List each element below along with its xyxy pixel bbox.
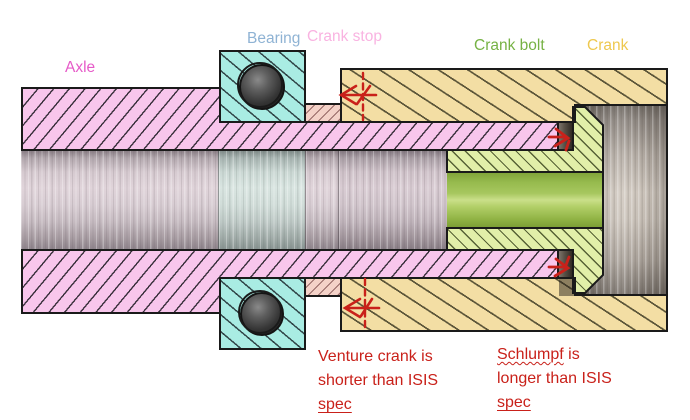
schlumpf-note-line1: Schlumpf is bbox=[497, 343, 612, 367]
schlumpf-line1-rest: is bbox=[563, 346, 580, 363]
axle-bore-surface-under-bearing bbox=[218, 150, 306, 250]
venture-note-line2: shorter than ISIS bbox=[318, 372, 439, 389]
crank-step-shadow bbox=[559, 278, 576, 296]
left-arrow-bottom bbox=[342, 297, 381, 319]
crank-bolt-label: Crank bolt bbox=[474, 37, 545, 54]
axle-bore-surface-under-crank bbox=[338, 150, 448, 250]
venture-crank-note: Venture crank is shorter than ISIS spec bbox=[318, 345, 438, 417]
bearing-label: Bearing bbox=[247, 30, 301, 47]
axle-label: Axle bbox=[65, 59, 96, 76]
red-annotations bbox=[338, 71, 571, 332]
axle-bore-surface-left bbox=[21, 150, 218, 250]
crank-label: Crank bbox=[587, 37, 629, 54]
crank-stop-top-section bbox=[305, 104, 341, 122]
right-arrow-bottom bbox=[547, 255, 571, 278]
schlumpf-note: Schlumpf is longer than ISIS spec bbox=[497, 343, 612, 415]
schlumpf-note-line2: longer than ISIS bbox=[497, 370, 612, 387]
crank-bolt-shank bbox=[447, 172, 603, 228]
schlumpf-word: Schlumpf bbox=[497, 346, 564, 363]
right-arrow-top bbox=[547, 127, 571, 152]
crank-stop-label: Crank stop bbox=[307, 28, 382, 45]
venture-note-line3: spec bbox=[318, 396, 352, 413]
left-arrow-top bbox=[338, 84, 378, 106]
part-outlines bbox=[21, 50, 668, 350]
crank-stop-bottom-section bbox=[305, 278, 341, 296]
venture-note-line1: Venture crank is bbox=[318, 348, 433, 365]
schlumpf-note-line3: spec bbox=[497, 394, 531, 411]
axle-bore-surface-under-crank-stop bbox=[305, 150, 339, 250]
